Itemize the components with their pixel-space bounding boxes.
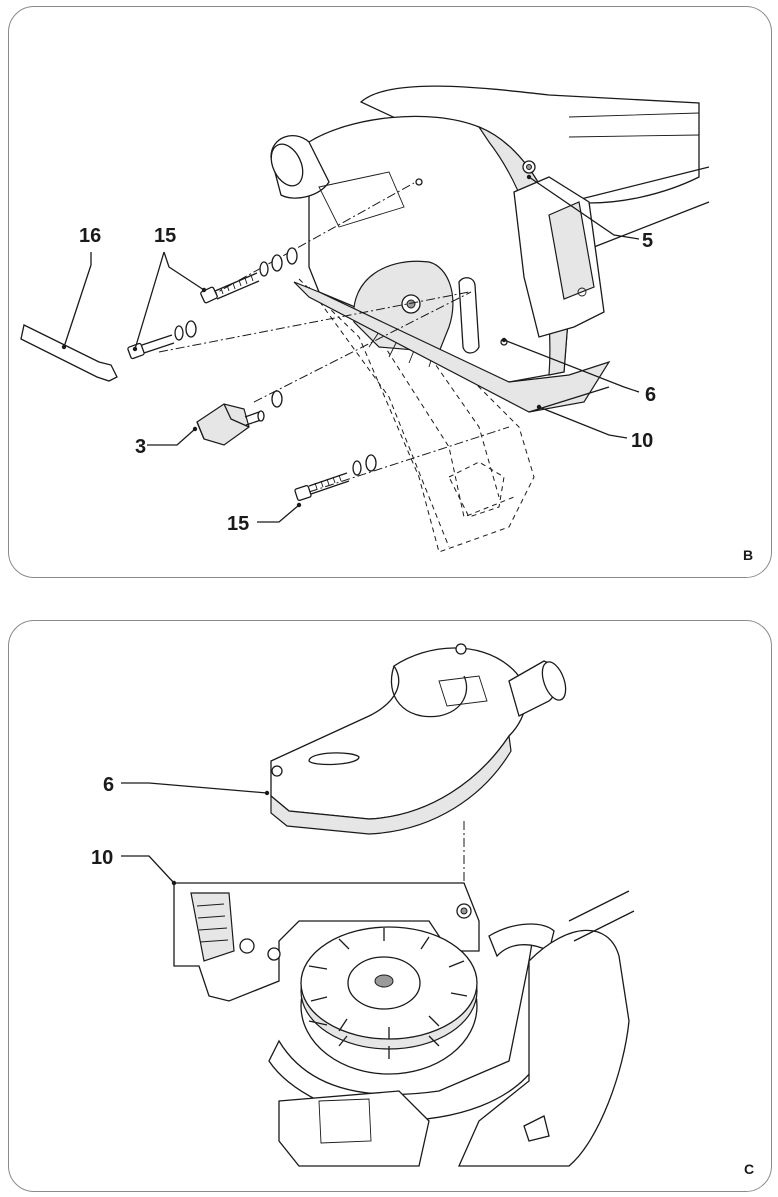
base-plate xyxy=(293,281,611,413)
leader-6 xyxy=(121,782,268,794)
panel-letter-c: C xyxy=(744,1161,755,1177)
callout-15-upper: 15 xyxy=(154,225,176,247)
blade-guard-detached xyxy=(270,643,567,835)
panel-b: 16 15 3 15 5 6 10 B xyxy=(8,6,772,578)
base-plate xyxy=(173,882,480,1002)
washer xyxy=(365,454,377,472)
callout-3: 3 xyxy=(135,436,146,458)
leader-10 xyxy=(538,406,628,439)
diamond-blade xyxy=(300,926,478,1075)
callout-6: 6 xyxy=(645,384,656,406)
washer xyxy=(271,390,283,408)
washer xyxy=(185,320,197,338)
guard-screw-lower xyxy=(127,334,175,360)
panel-letter-b: B xyxy=(743,547,754,563)
guard-slot xyxy=(308,752,360,766)
hex-key xyxy=(20,324,118,382)
callout-5: 5 xyxy=(642,230,653,252)
leader-16 xyxy=(63,252,92,348)
leader-15-upper xyxy=(134,251,205,350)
power-cord xyxy=(568,890,635,942)
guard-screw-upper xyxy=(200,272,260,304)
callout-10: 10 xyxy=(631,430,653,452)
leader-3 xyxy=(147,428,196,446)
exploded-guard-assembly-drawing: 16 15 3 15 5 6 10 xyxy=(20,85,710,553)
washer xyxy=(352,460,362,476)
washer xyxy=(174,325,184,341)
guard-mounting-drawing: 6 10 xyxy=(91,643,635,1167)
leader-6 xyxy=(503,339,640,393)
washer xyxy=(286,247,298,265)
washer xyxy=(259,261,269,277)
guard-screw-bottom xyxy=(294,472,350,501)
washer xyxy=(271,254,283,272)
adjust-slot xyxy=(458,277,480,354)
panel-c: 6 10 C xyxy=(8,620,772,1192)
callout-16: 16 xyxy=(79,225,101,247)
guard-ghost-outline xyxy=(298,278,535,553)
callout-6: 6 xyxy=(103,774,114,796)
leader-15-lower xyxy=(257,504,300,523)
leader-5 xyxy=(528,176,640,240)
leader-10 xyxy=(121,855,175,884)
guard-lip xyxy=(488,923,555,958)
motor-housing xyxy=(457,929,630,1167)
switch-housing xyxy=(278,1090,430,1167)
guard-mount-hole xyxy=(455,643,467,655)
callout-15-lower: 15 xyxy=(227,513,249,535)
callout-10: 10 xyxy=(91,847,113,869)
locking-knob xyxy=(196,403,265,446)
angle-scale xyxy=(190,892,235,962)
screw-hole xyxy=(415,178,423,186)
